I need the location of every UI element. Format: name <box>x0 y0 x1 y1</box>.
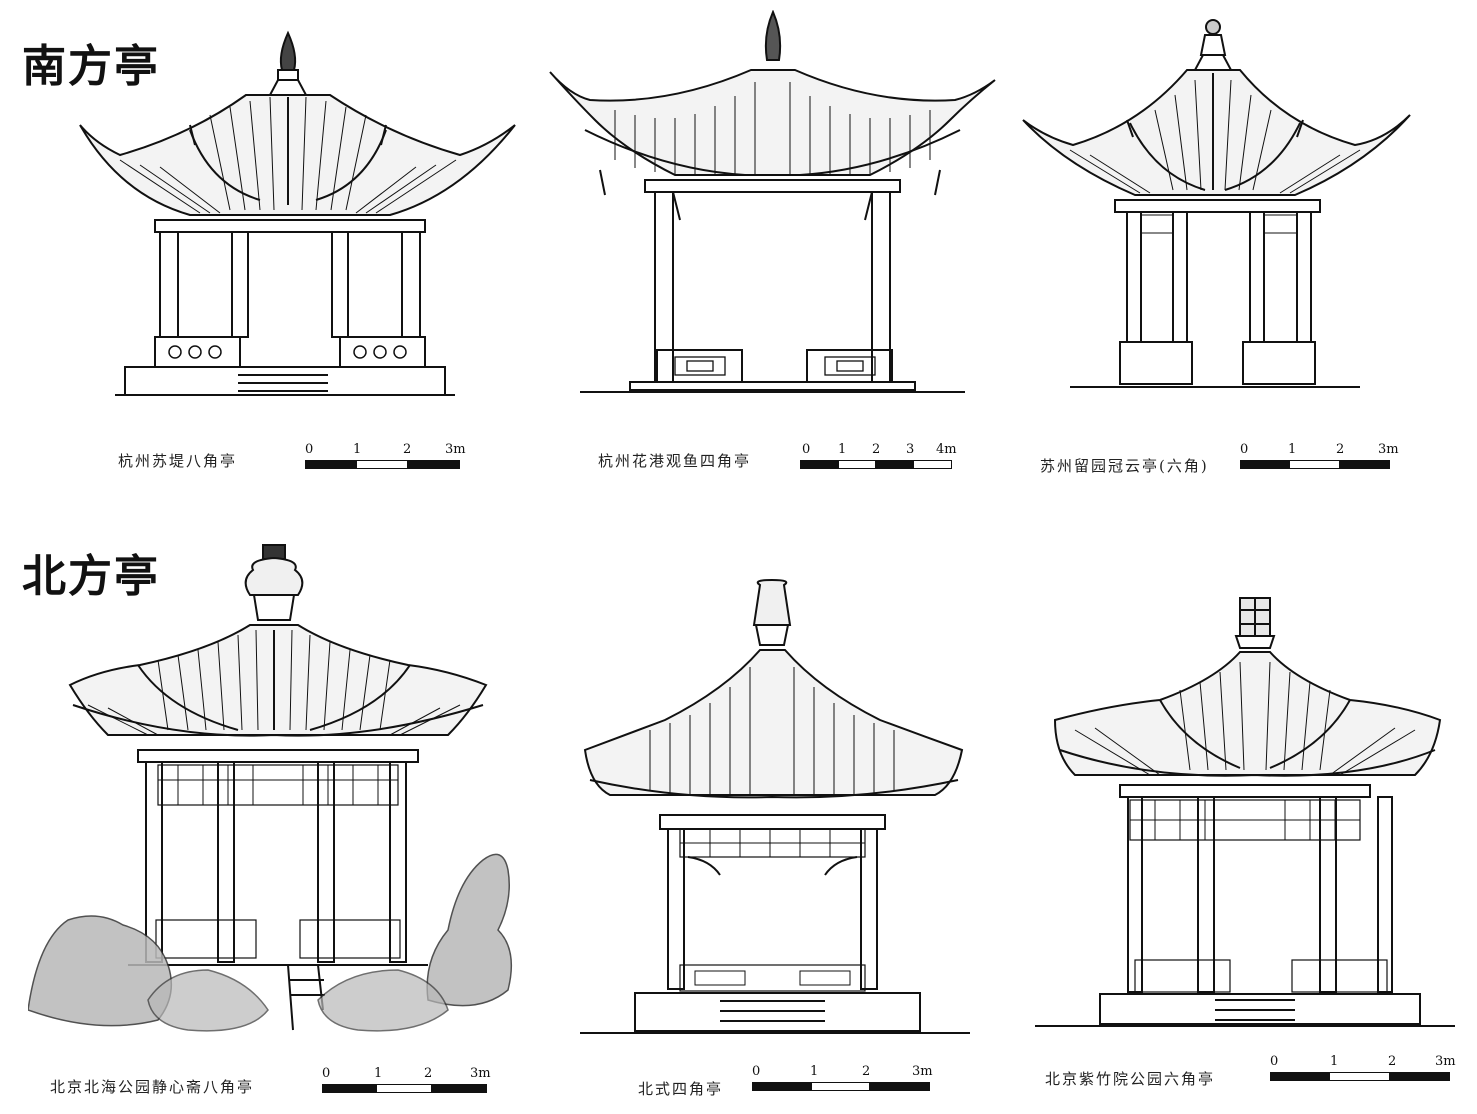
scale-label: 3m <box>445 442 466 457</box>
scale-label: 0 <box>752 1064 761 1079</box>
scale-bar-north-style: 0 1 2 3m <box>752 1064 933 1096</box>
pavilion-drawing-hangzhou-sudi <box>79 30 516 396</box>
scale-label: 1 <box>1288 442 1297 457</box>
scale-label: 0 <box>1240 442 1249 457</box>
scale-bar-suzhou-liuyuan: 0 1 2 3m <box>1240 442 1400 474</box>
scale-label: 0 <box>305 442 314 457</box>
scale-label: 1 <box>374 1066 383 1081</box>
scale-label: 0 <box>1270 1054 1279 1069</box>
scale-label: 0 <box>802 442 811 457</box>
scale-label: 2 <box>862 1064 871 1079</box>
pavilion-caption-hangzhou-huagang: 杭州花港观鱼四角亭 <box>598 452 752 470</box>
scale-label: 3m <box>1435 1054 1456 1069</box>
pavilion-drawing-beijing-zizhuyuan <box>1035 597 1455 1027</box>
scale-label: 1 <box>810 1064 819 1079</box>
scale-label: 3m <box>1378 442 1399 457</box>
scale-label: 1 <box>1330 1054 1339 1069</box>
scale-label: 2 <box>424 1066 433 1081</box>
scale-label: 2 <box>1388 1054 1397 1069</box>
pavilion-drawing-suzhou-liuyuan <box>1022 19 1411 388</box>
scale-label: 1 <box>353 442 362 457</box>
scale-bar-hangzhou-huagang: 0 1 2 3 4m <box>800 442 960 474</box>
pavilion-caption-north-style: 北式四角亭 <box>638 1080 724 1098</box>
scale-label: 2 <box>872 442 881 457</box>
pavilion-drawing-beijing-beihai <box>28 544 513 1032</box>
scale-label: 4m <box>936 442 957 457</box>
scale-label: 3m <box>470 1066 491 1081</box>
scale-label: 0 <box>322 1066 331 1081</box>
pavilion-drawing-hangzhou-huagang <box>549 10 996 393</box>
scale-bar-beijing-zizhuyuan: 0 1 2 3m <box>1270 1054 1456 1086</box>
scale-label: 3m <box>912 1064 933 1079</box>
scale-bar-beijing-beihai: 0 1 2 3m <box>322 1066 491 1098</box>
pavilion-caption-suzhou-liuyuan: 苏州留园冠云亭(六角) <box>1040 457 1209 475</box>
scale-bar-hangzhou-sudi: 0 1 2 3m <box>305 442 466 474</box>
section-title-south: 南方亭 <box>22 41 160 92</box>
scale-label: 3 <box>906 442 915 457</box>
pavilion-caption-beijing-beihai: 北京北海公园静心斋八角亭 <box>50 1078 255 1096</box>
section-title-north: 北方亭 <box>22 551 160 602</box>
scale-label: 2 <box>403 442 412 457</box>
pavilion-caption-hangzhou-sudi: 杭州苏堤八角亭 <box>118 452 238 470</box>
scale-label: 1 <box>838 442 847 457</box>
pavilion-caption-beijing-zizhuyuan: 北京紫竹院公园六角亭 <box>1045 1070 1216 1088</box>
scale-label: 2 <box>1336 442 1345 457</box>
pavilion-drawing-north-style <box>580 578 970 1034</box>
